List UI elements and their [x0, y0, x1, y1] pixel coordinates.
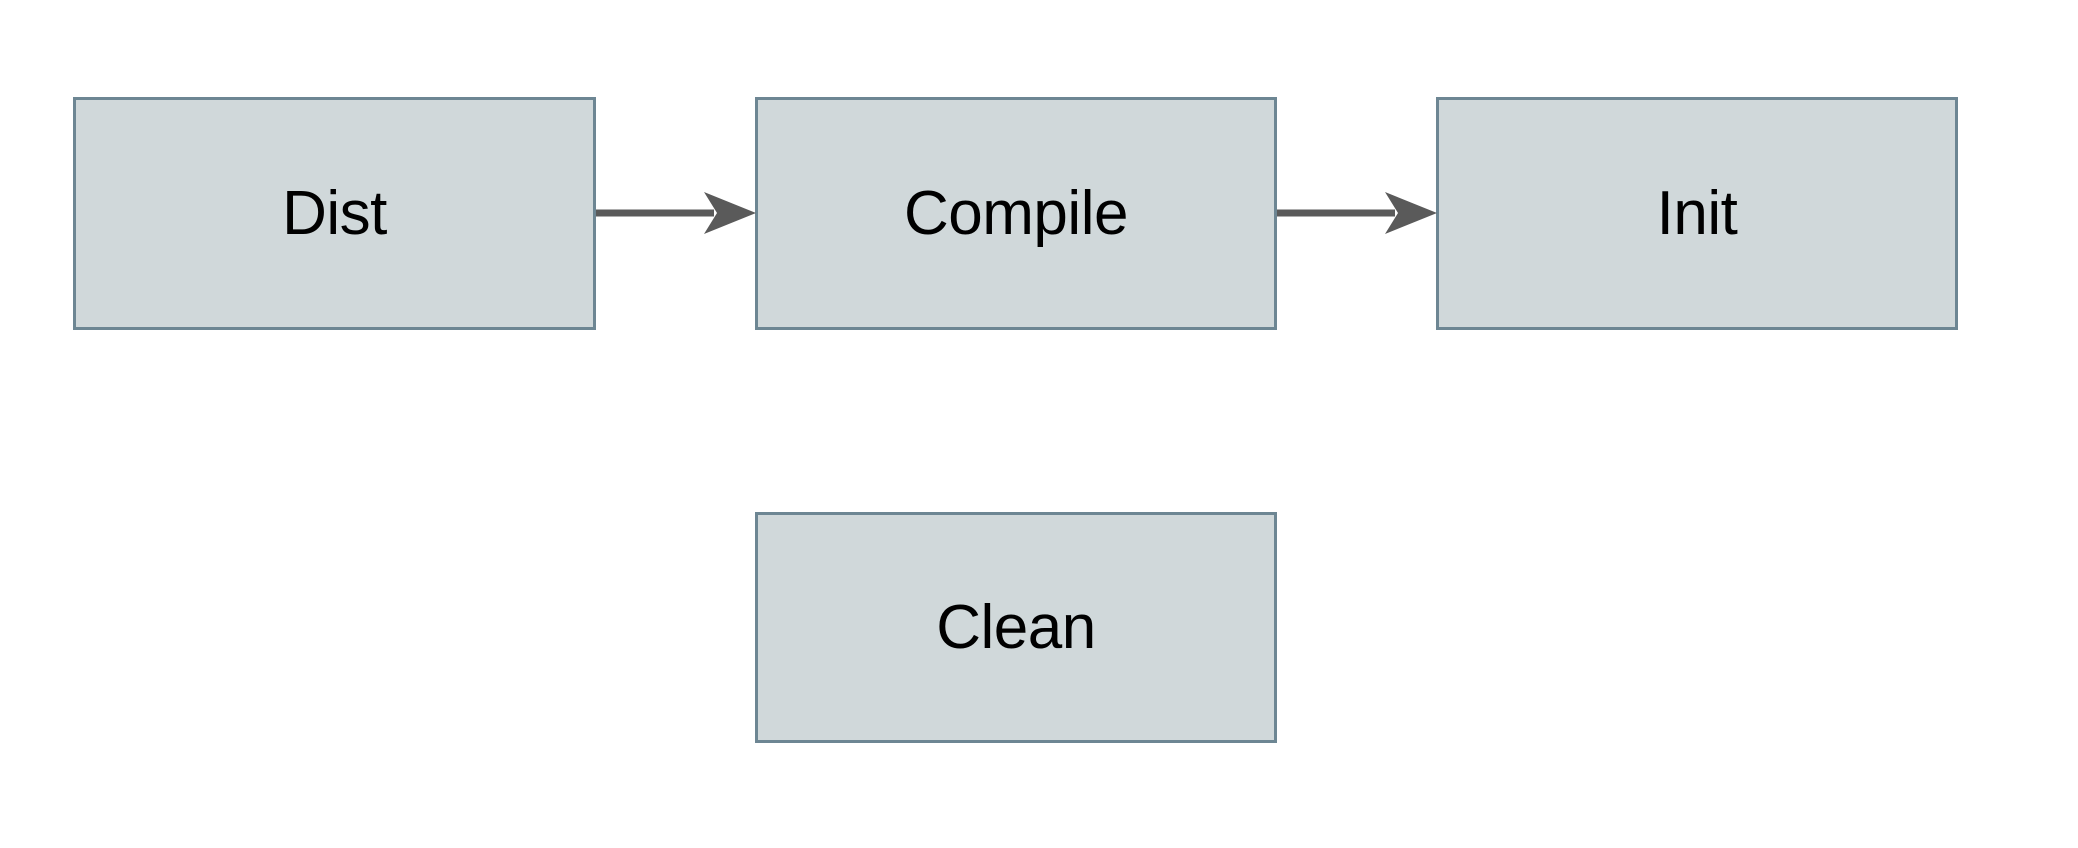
- node-compile[interactable]: Compile: [755, 97, 1277, 330]
- node-label-compile: Compile: [904, 178, 1128, 248]
- node-clean[interactable]: Clean: [755, 512, 1277, 743]
- node-label-init: Init: [1656, 178, 1738, 248]
- node-dist[interactable]: Dist: [73, 97, 596, 330]
- edge-dist-to-compile[interactable]: [596, 185, 756, 241]
- node-init[interactable]: Init: [1436, 97, 1958, 330]
- node-label-dist: Dist: [282, 178, 387, 248]
- arrow-right-icon: [596, 192, 756, 234]
- node-label-clean: Clean: [936, 592, 1096, 662]
- edge-compile-to-init[interactable]: [1277, 185, 1437, 241]
- arrow-right-icon: [1277, 192, 1437, 234]
